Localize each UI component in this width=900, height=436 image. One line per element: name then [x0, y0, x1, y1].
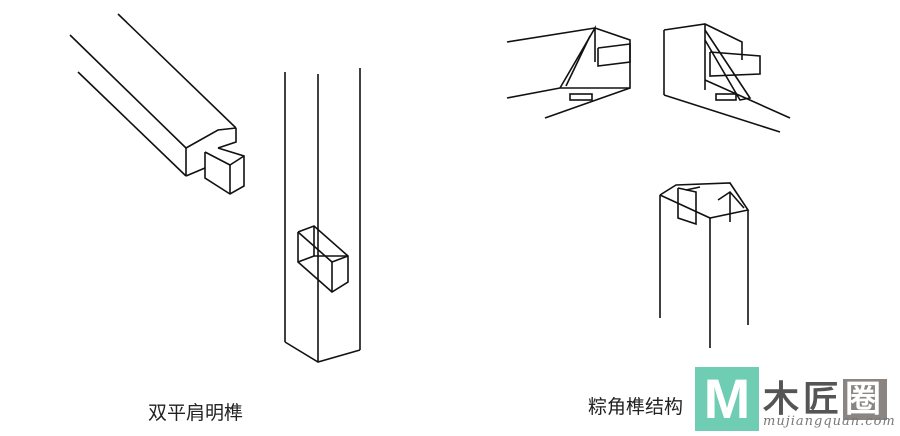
logo-name-part1: 木匠 — [763, 379, 844, 420]
post-with-mortise — [284, 68, 361, 363]
caption-left: 双平肩明榫 — [148, 402, 244, 424]
caption-right: 粽角榫结构 — [588, 396, 684, 418]
corner-post — [659, 182, 750, 348]
logo-mark: M — [695, 367, 759, 431]
logo-url: mujiangquan.com — [763, 414, 896, 429]
corner-beam-right — [663, 23, 791, 133]
logo-name: 木匠圈 — [763, 370, 888, 422]
corner-beam-left — [506, 25, 631, 119]
beam-with-tenon — [69, 13, 245, 195]
logo-name-part2: 圈 — [843, 379, 888, 420]
